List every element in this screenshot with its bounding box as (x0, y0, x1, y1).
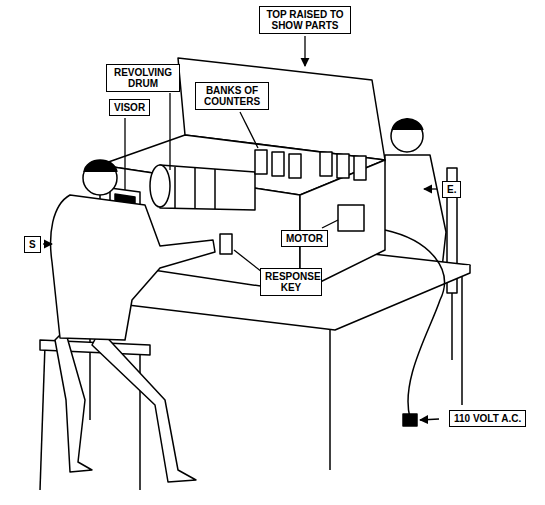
part-label: TOP RAISED TO SHOW PARTS (264, 9, 346, 31)
part-label: VISOR (114, 102, 145, 113)
power-cord (385, 230, 444, 418)
counter (354, 156, 366, 180)
part-label: BANKS OF COUNTERS (200, 85, 264, 107)
counter (272, 152, 284, 176)
label-box: MOTOR (281, 230, 328, 247)
leader-line (304, 36, 305, 66)
drum-line (194, 168, 196, 209)
label-box: RESPONSE KEY (260, 268, 322, 296)
drum-body (160, 165, 255, 210)
leader-line (169, 93, 170, 170)
counter (255, 150, 267, 174)
subject-head (83, 161, 117, 195)
chair-leg (139, 350, 141, 490)
plug (403, 414, 417, 426)
motor (338, 205, 364, 231)
drum-line (174, 167, 176, 208)
leader-line (420, 419, 439, 420)
subject-leg (55, 330, 92, 472)
leader-line (234, 250, 262, 272)
part-label: RESPONSE KEY (265, 271, 317, 293)
leader-line (240, 112, 258, 148)
label-box: E. (442, 181, 461, 198)
label-box: TOP RAISED TO SHOW PARTS (259, 6, 351, 34)
leader-line (124, 118, 125, 190)
label-box: S (24, 236, 41, 253)
counter (289, 154, 301, 178)
label-box: 110 VOLT A.C. (449, 410, 526, 427)
experimenter-hair (392, 119, 423, 130)
counter (320, 152, 332, 176)
table-leg (461, 276, 463, 405)
leader-line (43, 243, 52, 244)
label-box: REVOLVING DRUM (106, 64, 180, 92)
part-label: E. (447, 184, 456, 195)
response-key (220, 234, 232, 254)
chair-leg (40, 345, 45, 490)
label-box: VISOR (109, 99, 150, 116)
subject-leg (92, 330, 196, 482)
part-label: REVOLVING DRUM (111, 67, 175, 89)
label-box: BANKS OF COUNTERS (195, 82, 269, 110)
counter (337, 154, 349, 178)
drum-end (150, 165, 170, 207)
leader-line (322, 220, 338, 228)
drum-line (214, 169, 216, 209)
part-label: S (29, 239, 36, 250)
leader-line (424, 188, 437, 189)
table-leg (329, 330, 331, 470)
chair-leg (451, 293, 453, 360)
subject-hair (84, 160, 117, 172)
part-label: 110 VOLT A.C. (454, 413, 521, 424)
experimenter-body (378, 155, 446, 268)
subject-coat (51, 195, 215, 340)
part-label: MOTOR (286, 233, 323, 244)
